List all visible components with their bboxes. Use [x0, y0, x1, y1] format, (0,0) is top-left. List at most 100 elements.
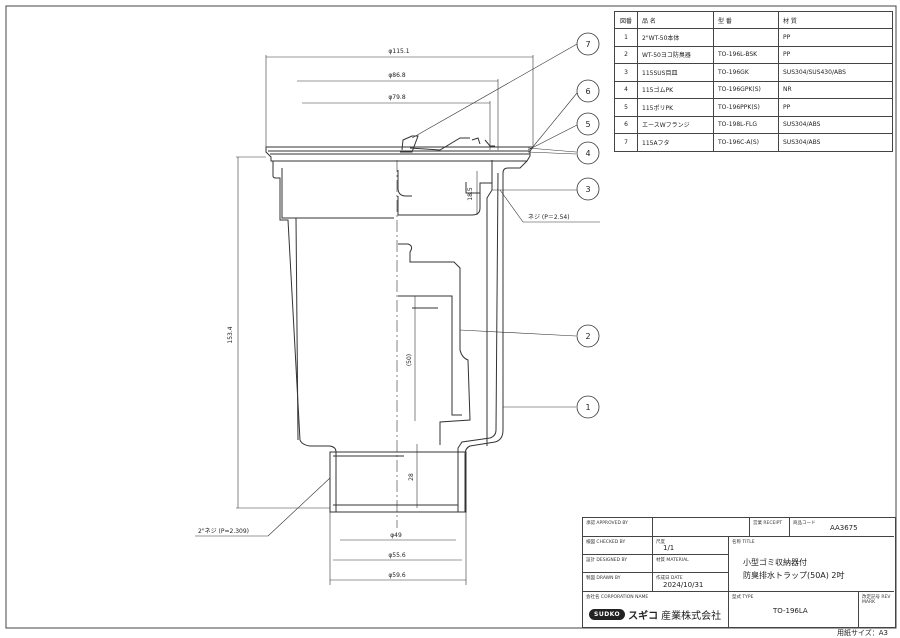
corporation-cell: 会社名 CORPORATION NAME SUDKO スギコ 産業株式会社 — [583, 592, 729, 627]
part-no: 3 — [614, 63, 638, 82]
header-material: 材 質 — [778, 11, 893, 29]
part-no: 1 — [614, 28, 638, 47]
part-material: SUS304/ABS — [778, 115, 893, 134]
date-label: 作成日 DATE — [656, 576, 683, 581]
drawn-cell: 製図 DRAWN BY — [583, 573, 653, 592]
dim-thread-length: 28 — [408, 473, 415, 481]
header-model: 型 番 — [713, 11, 779, 29]
part-name: 115ゴムPK — [637, 80, 714, 99]
part-model: TO-196L-BSK — [713, 45, 779, 64]
product-code-value: AA3675 — [830, 524, 858, 532]
screw-upper-label: ネジ (P＝2.54) — [528, 214, 570, 221]
title-line-1: 小型ゴミ収納器付 — [743, 558, 807, 567]
drawn-label: 製図 DRAWN BY — [586, 576, 621, 581]
balloon-4 — [576, 141, 600, 165]
dim-bottom-outer: φ59.6 — [388, 572, 406, 579]
dim-total-height: 153.4 — [227, 326, 234, 343]
part-name: WT-50ヨコ防臭器 — [637, 45, 714, 64]
balloon-label: 7 — [585, 40, 590, 49]
part-model: TO-196C-A(S) — [713, 133, 779, 152]
company-logo: SUDKO スギコ 産業株式会社 — [589, 607, 721, 622]
balloon-6 — [576, 79, 600, 103]
balloon-label: 3 — [585, 185, 590, 194]
balloon-3 — [576, 177, 600, 201]
part-material: PP — [778, 45, 893, 64]
company-name: 産業株式会社 — [661, 611, 722, 622]
paper-size: 用紙サイズ：A3 — [836, 629, 888, 637]
receipt-label: 営業 RECEIPT — [753, 521, 783, 526]
title-line-2: 防臭排水トラップ(50A) 2吋 — [743, 571, 845, 580]
approved-value-cell — [653, 518, 750, 537]
header-name: 品 名 — [637, 11, 714, 29]
part-material: PP — [778, 98, 893, 117]
balloon-5 — [576, 112, 600, 136]
part-model: TO-196GK — [713, 63, 779, 82]
part-name: エースWフランジ — [637, 115, 714, 134]
part-name: 2"WT-50本体 — [637, 28, 714, 47]
type-value: TO-196LA — [773, 607, 808, 615]
balloon-7 — [576, 32, 600, 56]
designed-label: 設計 DESIGNED BY — [586, 558, 628, 563]
type-cell: 型式 TYPE TO-196LA — [729, 592, 859, 627]
lid — [400, 135, 419, 153]
dim-top-diameter: φ115.1 — [388, 48, 409, 55]
dim-bottom-inner: φ49 — [390, 532, 402, 539]
part-material: PP — [778, 28, 893, 47]
scale-value: 1/1 — [663, 544, 675, 552]
rev-cell: 改定記号 REV MARK — [859, 592, 894, 627]
thread-section — [329, 451, 467, 513]
dim-trap-depth: (50) — [406, 354, 413, 366]
title-label: 名称 TITLE — [732, 540, 755, 545]
approved-label: 承認 APPROVED BY — [586, 521, 628, 526]
scale-label: 尺度 — [656, 540, 665, 545]
balloon-label: 1 — [585, 403, 590, 412]
dim-bottom-mid: φ55.6 — [388, 552, 406, 559]
part-model: TO-198L-FLG — [713, 115, 779, 134]
drawing-frame — [5, 5, 897, 629]
logo-kana: スギコ — [628, 611, 659, 622]
checked-label: 検図 CHECKED BY — [586, 540, 626, 545]
dim-inner-diameter: φ79.8 — [388, 94, 406, 101]
part-no: 2 — [614, 45, 638, 64]
product-code-label: 商品コード — [793, 521, 816, 526]
title-block: 承認 APPROVED BY 営業 RECEIPT 商品コード AA3675 検図… — [582, 517, 896, 628]
balloon-label: 6 — [585, 87, 590, 96]
part-no: 4 — [614, 80, 638, 99]
trap-insert — [398, 243, 471, 445]
designed-cell: 設計 DESIGNED BY — [583, 555, 653, 573]
part-model: TO-196GPK(S) — [713, 80, 779, 99]
material-cell: 材質 MATERIAL — [653, 555, 729, 573]
part-model: TO-196PPK(S) — [713, 98, 779, 117]
part-no: 5 — [614, 98, 638, 117]
balloon-label: 4 — [585, 149, 590, 158]
parts-header-row: 図番 品 名 型 番 材 質 — [614, 11, 893, 29]
product-code-cell: 商品コード AA3675 — [790, 518, 894, 537]
checked-cell: 検図 CHECKED BY — [583, 537, 653, 555]
part-no: 6 — [614, 115, 638, 134]
approved-cell: 承認 APPROVED BY — [583, 518, 653, 537]
corporation-label: 会社名 CORPORATION NAME — [586, 595, 649, 600]
part-material: SUS304/ABS — [778, 133, 893, 152]
dim-basket-depth: 18.5 — [467, 187, 474, 201]
date-value: 2024/10/31 — [663, 581, 704, 589]
header-no: 図番 — [614, 11, 638, 29]
dim-mid-diameter: φ86.8 — [388, 72, 406, 79]
part-name: 115SUS目皿 — [637, 63, 714, 82]
part-name: 115Aフタ — [637, 133, 714, 152]
part-material: NR — [778, 80, 893, 99]
receipt-cell: 営業 RECEIPT — [750, 518, 790, 537]
part-model — [713, 28, 779, 47]
balloon-2 — [576, 324, 600, 348]
type-label: 型式 TYPE — [732, 595, 754, 600]
part-name: 115ポリPK — [637, 98, 714, 117]
body-outline — [272, 161, 337, 512]
